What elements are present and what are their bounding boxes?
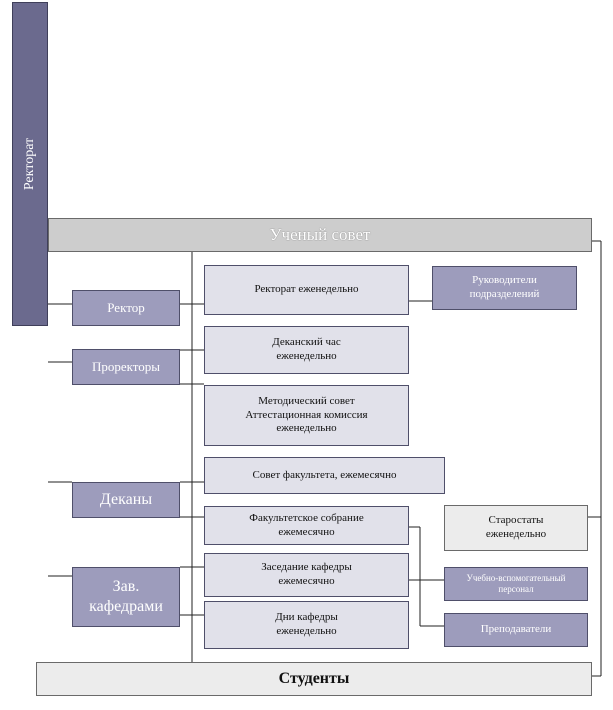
methodical-council-box: Методический совет Аттестационная комисс… [204,385,409,446]
academic-council-label: Ученый совет [269,225,371,245]
faculty-council-box: Совет факультета, ежемесячно [204,457,445,494]
teachers-label: Преподаватели [480,623,552,636]
support-staff-box: Учебно-вспомогательный персонал [444,567,588,601]
students-box: Студенты [36,662,592,696]
students-label: Студенты [278,670,350,687]
dean-hour-box: Деканский час еженедельно [204,326,409,374]
support-staff-label: Учебно-вспомогательный персонал [466,572,566,594]
rectorate-weekly-box: Ректорат еженедельно [204,265,409,315]
department-days-box: Дни кафедры еженедельно [204,601,409,649]
academic-council-box: Ученый совет [48,218,592,252]
rectorate-side-label: Ректорат [22,137,37,191]
vice-rectors-label: Проректоры [91,358,161,374]
unit-heads-box: Руководители подразделений [432,266,577,310]
faculty-council-label: Совет факультета, ежемесячно [252,468,397,481]
group-leaders-box: Старостаты еженедельно [444,505,588,551]
department-meeting-box: Заседание кафедры ежемесячно [204,553,409,597]
teachers-box: Преподаватели [444,613,588,647]
vice-rectors-box: Проректоры [72,349,180,385]
group-leaders-label: Старостаты еженедельно [485,514,547,540]
department-meeting-label: Заседание кафедры ежемесячно [261,561,352,587]
dean-hour-label: Деканский час еженедельно [272,336,341,362]
rectorate-weekly-label: Ректорат еженедельно [254,283,359,296]
deans-label: Деканы [99,491,153,508]
heads-of-departments-label: Зав. кафедрами [89,578,163,615]
rector-box: Ректор [72,290,180,326]
rectorate-side-bar: Ректорат [12,2,48,326]
faculty-meeting-box: Факультетское собрание ежемесячно [204,506,409,545]
department-days-label: Дни кафедры еженедельно [275,611,338,637]
deans-box: Деканы [72,482,180,518]
unit-heads-label: Руководители подразделений [469,274,540,300]
methodical-council-label: Методический совет Аттестационная комисс… [245,394,368,435]
faculty-meeting-label: Факультетское собрание ежемесячно [249,511,364,538]
rector-label: Ректор [107,299,145,315]
heads-of-departments-box: Зав. кафедрами [72,567,180,627]
